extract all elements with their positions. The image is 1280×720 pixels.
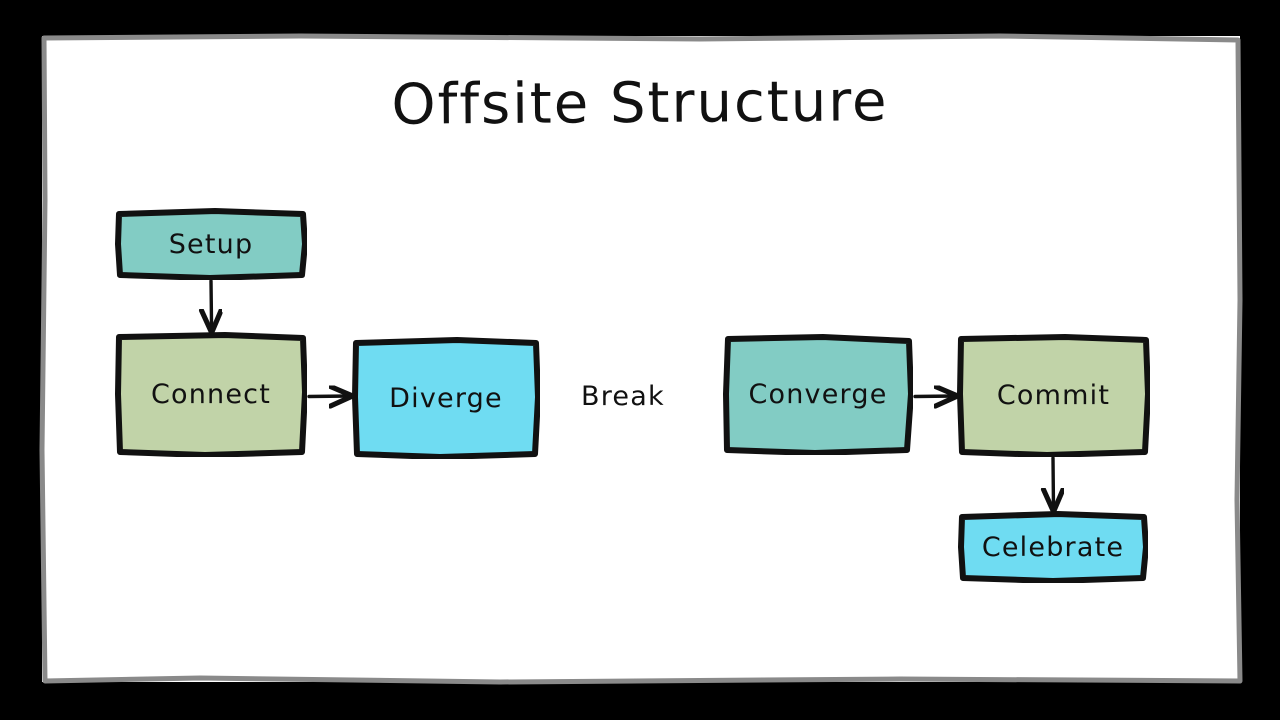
label-break: Break <box>581 381 665 412</box>
node-connect-shape <box>115 332 307 457</box>
node-celebrate[interactable]: Celebrate <box>958 511 1148 583</box>
node-diverge-shape <box>352 337 540 459</box>
node-celebrate-label: Celebrate <box>981 531 1125 563</box>
node-setup-label: Setup <box>168 228 254 260</box>
node-converge-label: Converge <box>748 379 888 410</box>
node-commit[interactable]: Commit <box>957 334 1150 457</box>
node-converge[interactable]: Converge <box>723 334 913 455</box>
node-diverge-label: Diverge <box>389 382 503 414</box>
node-setup[interactable]: Setup <box>115 208 307 280</box>
node-connect[interactable]: Connect <box>115 332 307 457</box>
node-connect-label: Connect <box>150 379 272 410</box>
node-setup-shape <box>115 208 307 280</box>
node-converge-shape <box>723 334 913 455</box>
diagram-title: Offsite Structure <box>391 69 889 138</box>
node-diverge[interactable]: Diverge <box>352 337 540 459</box>
node-commit-shape <box>957 334 1150 457</box>
node-commit-label: Commit <box>996 380 1111 411</box>
node-celebrate-shape <box>958 511 1148 583</box>
